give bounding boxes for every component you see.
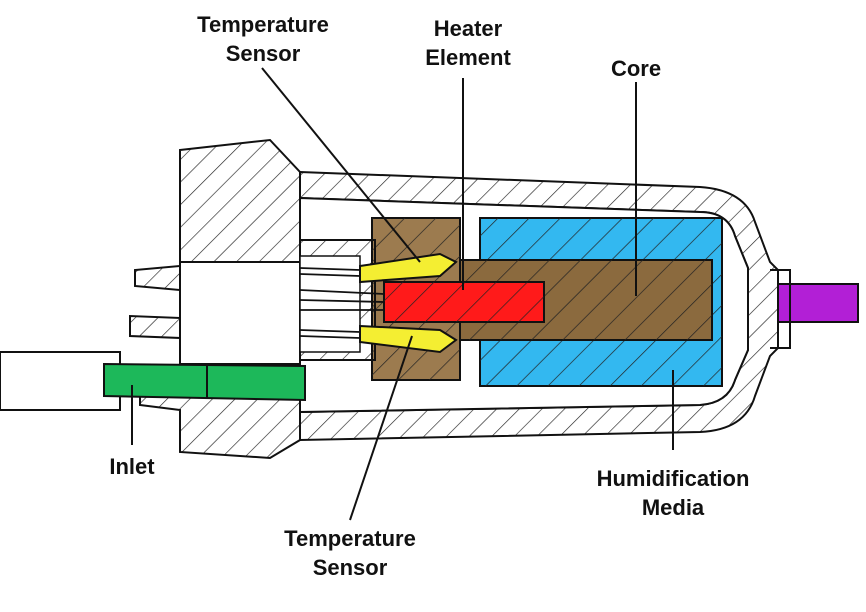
label-line: Temperature xyxy=(197,12,329,37)
label-humidification-media: Humidification Media xyxy=(578,464,768,522)
label-line: Sensor xyxy=(225,41,301,66)
temperature-sensor-upper xyxy=(359,252,458,284)
leader-lines xyxy=(131,67,674,521)
temperature-sensor-lower xyxy=(359,324,458,354)
label-line: Humidification xyxy=(596,466,750,491)
label-line: Core xyxy=(610,56,662,81)
outlet-nozzle xyxy=(777,283,859,323)
label-line: Media xyxy=(641,495,705,520)
inlet-insert xyxy=(103,362,306,402)
label-line: Temperature xyxy=(284,526,416,551)
label-inlet: Inlet xyxy=(92,452,172,481)
label-line: Heater xyxy=(433,16,503,41)
leader-temp-sensor-bottom xyxy=(349,335,413,521)
sensor-wires xyxy=(299,267,385,339)
outlet-barb xyxy=(770,269,791,349)
label-temperature-sensor-top: Temperature Sensor xyxy=(183,10,343,68)
label-line: Sensor xyxy=(312,555,388,580)
fitting-bore xyxy=(179,261,301,365)
label-line: Inlet xyxy=(109,454,155,479)
label-line: Element xyxy=(425,45,511,70)
inlet-tube xyxy=(0,351,121,411)
label-temperature-sensor-bottom: Temperature Sensor xyxy=(270,524,430,582)
label-heater-element: Heater Element xyxy=(408,14,528,72)
label-core: Core xyxy=(596,54,676,83)
leader-temp-sensor-top xyxy=(261,67,421,263)
